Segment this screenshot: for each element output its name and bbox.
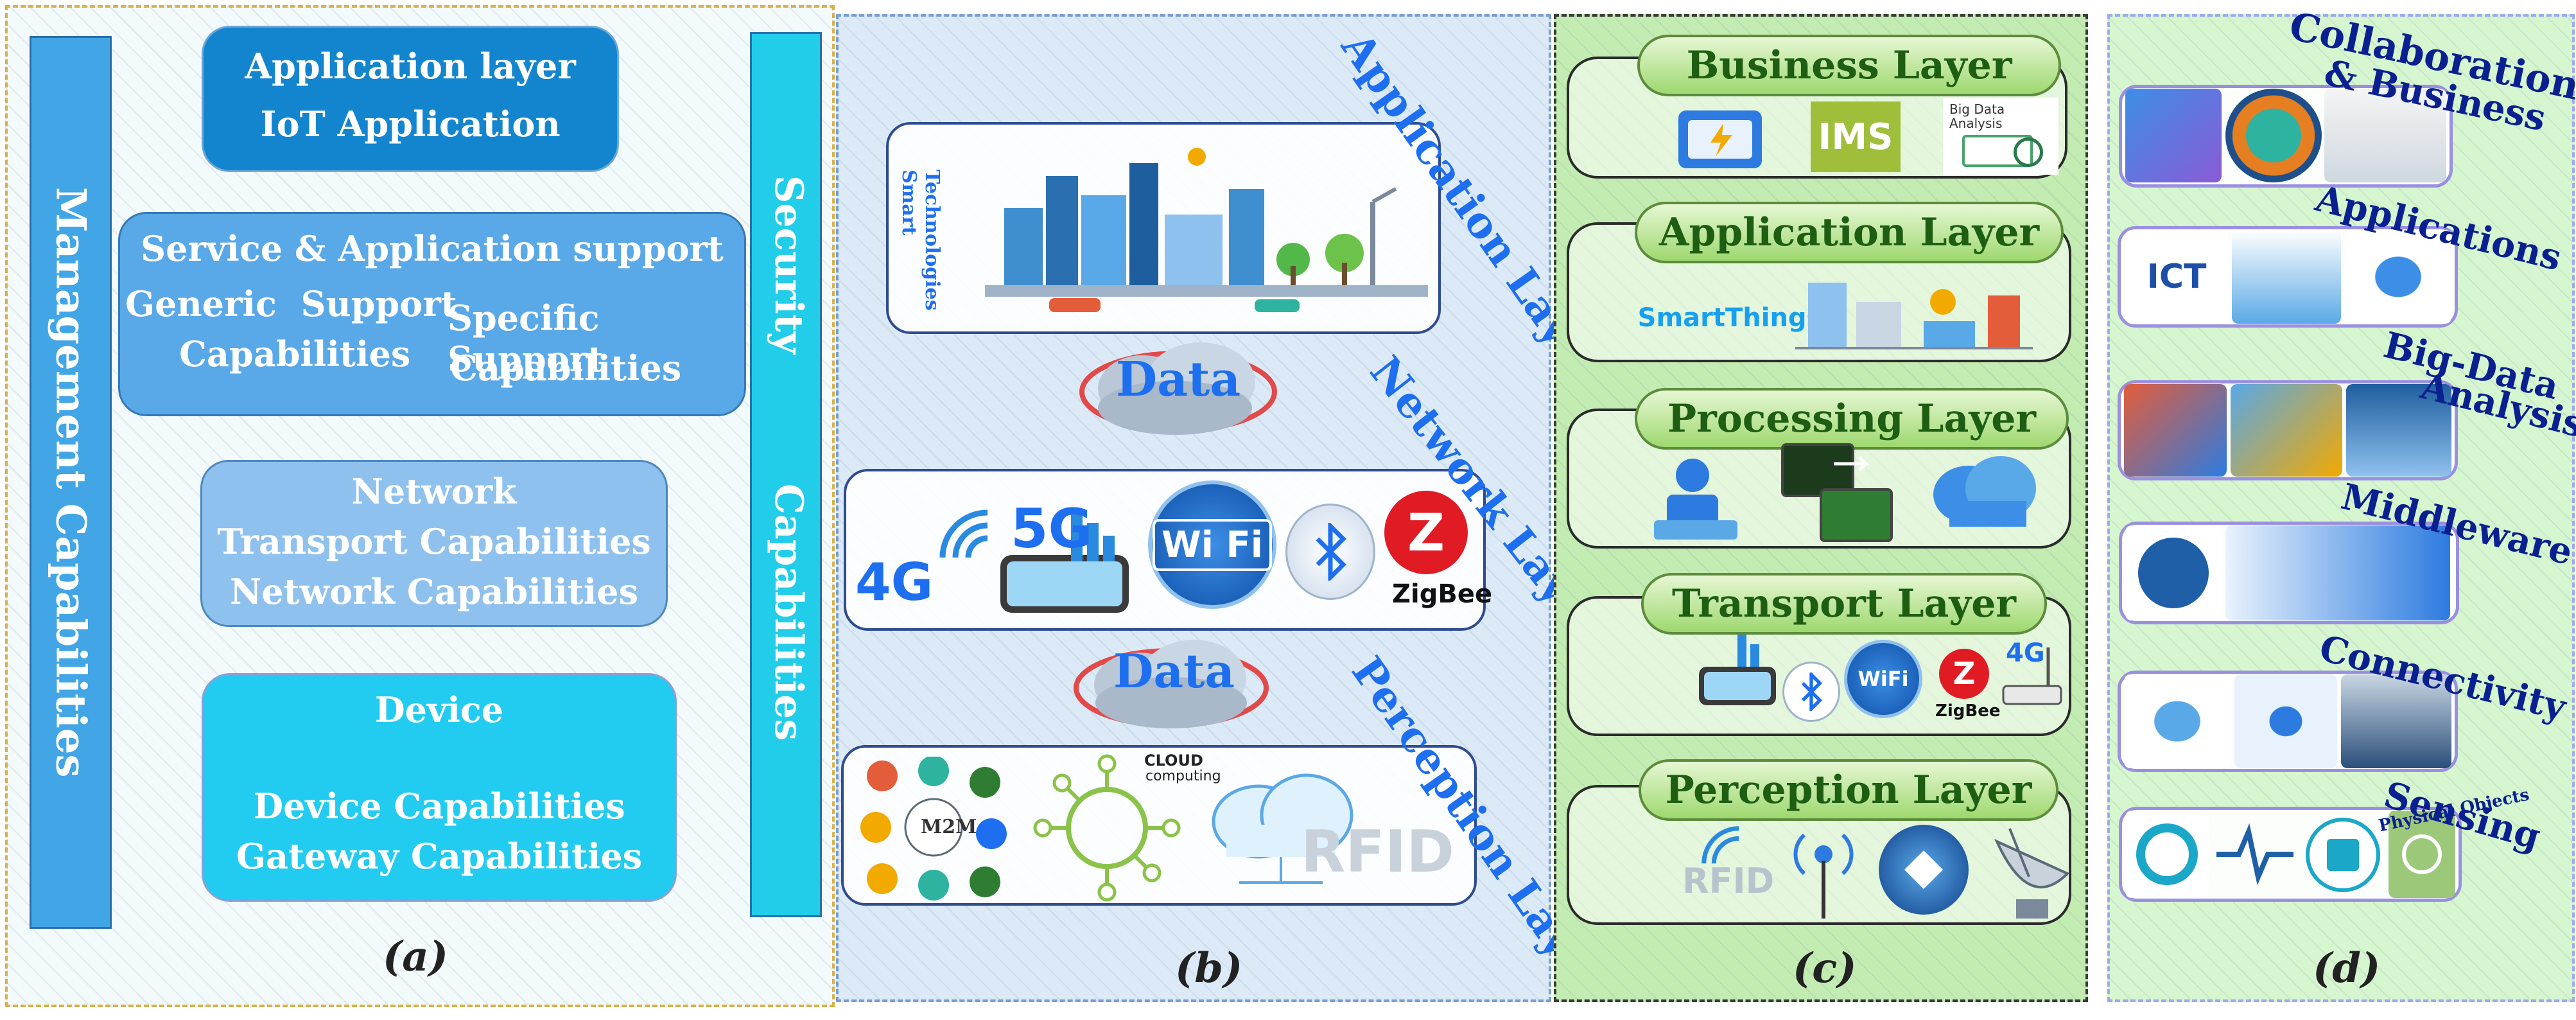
gateway-capabilities-label: Gateway Capabilities [236, 836, 643, 877]
service-support-box: Service & Application support Generic Su… [118, 212, 746, 416]
management-capabilities-label: Management Capabilities [46, 187, 95, 778]
big-data-image-3 [2346, 384, 2451, 477]
smartthings-logo: SmartThings [1637, 303, 1822, 333]
caption-b: (b) [1175, 944, 1243, 992]
device-label: Device [374, 689, 504, 730]
physical-object-icon [2389, 811, 2455, 898]
management-capabilities-bar: Management Capabilities [30, 36, 112, 929]
zigbee-small-label: ZigBee [1935, 701, 2001, 721]
rfid-waves-icon [1701, 826, 1739, 864]
connectivity-image-1 [2124, 674, 2231, 768]
transport-capabilities-label: Transport Capabilities [217, 521, 651, 562]
4g-label: 4G [855, 552, 934, 612]
wifi-small-icon: WiFi [1844, 640, 1922, 718]
collaboration-image-3 [2324, 89, 2446, 182]
m2m-devices-cluster [860, 757, 1007, 901]
business-layer-pill: Business Layer [1637, 35, 2061, 96]
4g-small-label: 4G [2006, 638, 2045, 668]
capabilities-label: Capabilities [766, 484, 811, 741]
battery-energy-icon [1678, 110, 1762, 168]
smart-technologies-frame: Smart Technologies [886, 122, 1441, 334]
cloud-label: CLOUD [1144, 752, 1203, 769]
satellite-globe-icon [1879, 825, 1969, 915]
ict-image: ICT [2125, 230, 2228, 324]
specific-support-line1: Specific Support [448, 297, 604, 380]
perception-technologies-frame: M2M CLOUD computing RFID [841, 745, 1477, 906]
processing-layer-pill: Processing Layer [1635, 388, 2069, 450]
workstation-user-icon [1654, 459, 1737, 540]
5g-device-small-icon [1699, 635, 1776, 705]
zigbee-label: ZigBee [1392, 579, 1493, 609]
middleware-image-2 [2225, 525, 2450, 620]
rfid-small-label: RFID [1682, 861, 1775, 901]
generic-support-line1: Generic Support [125, 283, 457, 324]
5g-phone-icon [1000, 510, 1129, 613]
big-data-analysis-icon: Big Data Analysis [1943, 98, 2058, 175]
technologies-label: Technologies [921, 170, 943, 311]
connectivity-image-3 [2341, 674, 2451, 768]
data-label-top: Data [1116, 352, 1241, 407]
security-label: Security [766, 175, 811, 355]
chip-sensor-icon [2306, 818, 2380, 892]
application-layer-label: Application layer [245, 46, 576, 87]
m2m-label: M2M [921, 816, 977, 838]
application-layer-pill: Application Layer [1635, 202, 2064, 263]
cloud-computing-icon [1212, 773, 1353, 884]
iot-application-label: IoT Application [260, 103, 561, 145]
rfid-label: RFID [1301, 818, 1454, 886]
factory-image [2232, 230, 2341, 324]
application-layer-box: Application layer IoT Application [202, 26, 619, 172]
ims-icon: IMS [1811, 101, 1901, 172]
specific-support-line2: Capabilities [450, 347, 682, 389]
4g-router-icon [2002, 647, 2062, 705]
device-box: Device Device Capabilities Gateway Capab… [202, 673, 677, 902]
perception-layer-pill: Perception Layer [1639, 759, 2058, 821]
wireless-waves-icon [939, 509, 988, 558]
middleware-image-1 [2125, 525, 2222, 620]
sensor-network-hub-icon [1033, 754, 1181, 902]
zigbee-logo-icon: Z [1384, 491, 1468, 574]
bluetooth-small-icon [1782, 662, 1840, 722]
network-label: Network [351, 471, 517, 512]
zigbee-small-icon: Z [1939, 649, 1989, 699]
network-technologies-frame: 4G 5G Wi Fi Z ZigBee [844, 469, 1492, 631]
robot-image [2345, 230, 2451, 324]
smart-label: Smart [898, 170, 920, 236]
monitors-exchange-icon [1781, 443, 1893, 542]
smart-city-illustration [985, 148, 1428, 312]
collaboration-image-1 [2125, 89, 2222, 182]
wifi-icon: Wi Fi [1148, 480, 1276, 609]
computing-label: computing [1145, 768, 1221, 784]
big-data-image-2 [2231, 384, 2342, 477]
service-support-title: Service & Application support [141, 228, 724, 269]
bluetooth-icon [1285, 504, 1375, 600]
data-label-bottom: Data [1113, 644, 1235, 698]
cloud-storage-icon [1933, 456, 2036, 527]
caption-d: (d) [2313, 944, 2381, 992]
device-capabilities-label: Device Capabilities [253, 786, 625, 827]
smart-home-illustration [1795, 283, 2033, 349]
caption-a: (a) [383, 933, 449, 981]
generic-support-line2: Capabilities [179, 333, 411, 374]
5g-label: 5G [1011, 497, 1093, 560]
pulse-sensor-icon [2216, 823, 2293, 886]
security-capabilities-bar: Security Capabilities [750, 32, 822, 917]
antenna-tower-icon [1793, 833, 1854, 919]
satellite-dish-icon [1994, 828, 2070, 919]
caption-c: (c) [1793, 944, 1857, 992]
network-capabilities-box: Network Transport Capabilities Network C… [200, 460, 668, 627]
data-cloud-bottom [1074, 640, 1269, 728]
data-cloud-top [1079, 342, 1277, 435]
sensing-image-1 [2125, 811, 2209, 898]
transport-layer-pill: Transport Layer [1641, 573, 2047, 635]
network-capabilities-label: Network Capabilities [229, 571, 639, 612]
connectivity-image-2 [2234, 674, 2337, 768]
collaboration-image-2 [2225, 89, 2322, 182]
big-data-image-1 [2124, 384, 2227, 477]
